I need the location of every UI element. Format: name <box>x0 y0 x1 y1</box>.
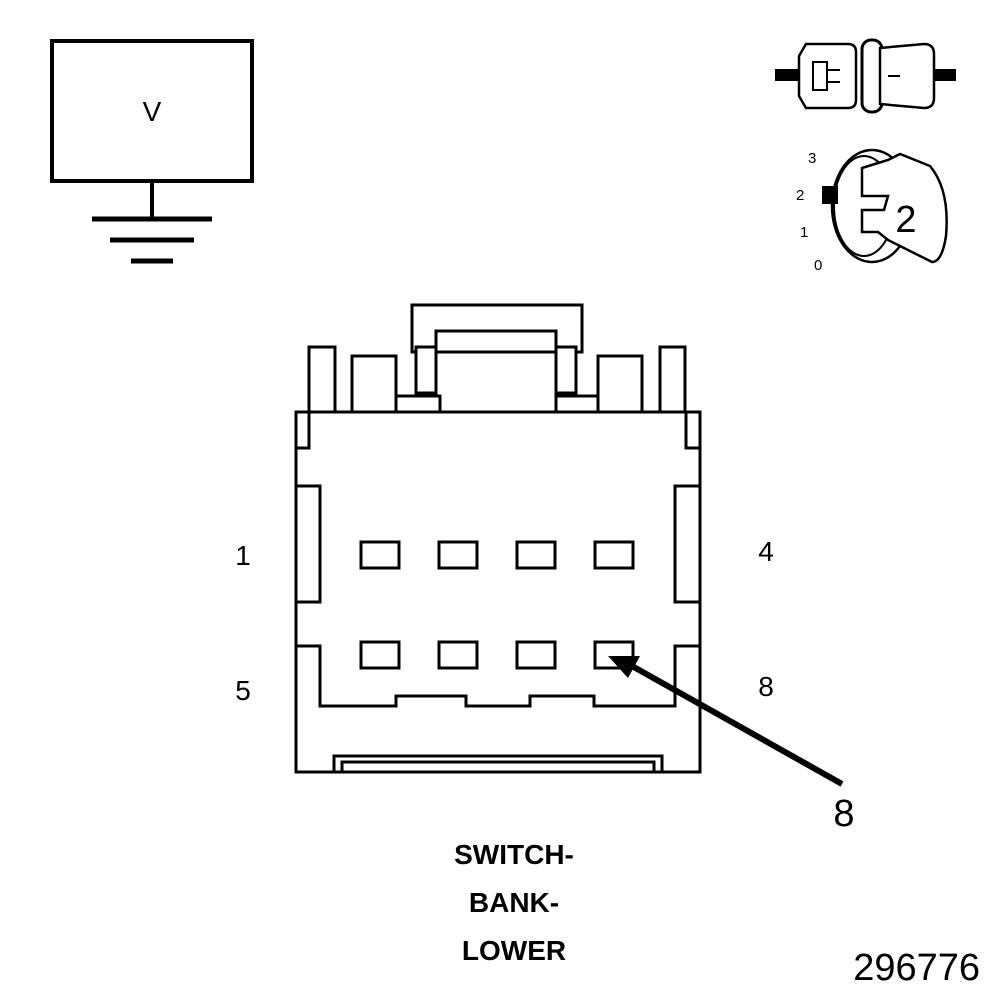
pin-label-8: 8 <box>758 671 774 702</box>
caption-line-1: SWITCH- <box>454 839 574 870</box>
ignition-position-3: 3 <box>808 150 816 167</box>
pin-cavity-2 <box>437 540 479 570</box>
ignition-position-0: 0 <box>814 257 822 274</box>
ignition-key-icon: 3 2 1 0 2 <box>796 148 948 274</box>
connector-disconnected-icon <box>775 38 956 114</box>
callout-arrow-icon <box>608 656 844 787</box>
callout-pin-number: 8 <box>833 793 854 835</box>
ignition-key-number: 2 <box>895 199 916 241</box>
ignition-position-2: 2 <box>796 187 804 204</box>
pin-cavity-6 <box>437 640 479 670</box>
pin-label-5: 5 <box>235 675 251 706</box>
figure-id: 296776 <box>853 947 980 989</box>
caption-line-2: BANK- <box>469 887 559 918</box>
pin-cavity-5 <box>359 640 401 670</box>
ignition-position-1: 1 <box>800 224 808 241</box>
voltmeter-symbol: V <box>50 39 254 264</box>
connector-face <box>294 303 702 774</box>
pin-cavity-1 <box>359 540 401 570</box>
voltmeter-label: V <box>143 96 162 127</box>
ignition-position-marker <box>822 186 838 204</box>
pin-cavities <box>359 540 635 670</box>
pin-label-1: 1 <box>235 540 251 571</box>
ground-icon <box>92 216 212 264</box>
pin-cavity-7 <box>515 640 557 670</box>
pin-cavity-4 <box>593 540 635 570</box>
caption-line-3: LOWER <box>462 935 566 966</box>
pin-cavity-3 <box>515 540 557 570</box>
pin-label-4: 4 <box>758 536 774 567</box>
